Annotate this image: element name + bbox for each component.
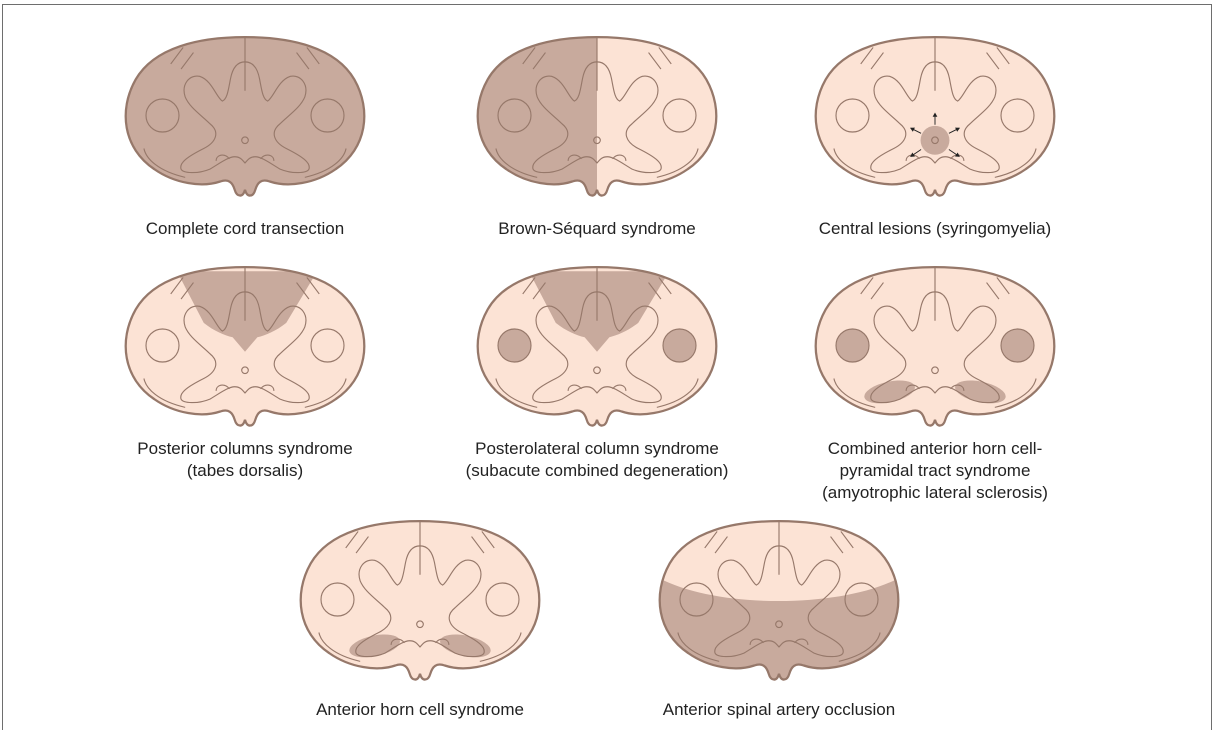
caption-line: Brown-Séquard syndrome [443, 218, 751, 240]
caption-line: Posterolateral column syndrome [443, 438, 751, 460]
caption-line: Central lesions (syringomyelia) [781, 218, 1089, 240]
panel-anterior-horn-cell-syndrome: Anterior horn cell syndrome [296, 517, 544, 727]
caption-line: Posterior columns syndrome [91, 438, 399, 460]
cord-section-anterior-spinal-artery [655, 517, 903, 682]
lesion-area [921, 126, 950, 155]
caption-line: Complete cord transection [91, 218, 399, 240]
panel-posterolateral-column-syndrome: Posterolateral column syndrome (subacute… [473, 263, 721, 493]
caption-line: (subacute combined degeneration) [443, 460, 751, 482]
cord-section-combined-anterior-horn-pyramidal [811, 263, 1059, 428]
panel-anterior-spinal-artery-occlusion: Anterior spinal artery occlusion [655, 517, 903, 727]
cord-section-central-lesions [811, 33, 1059, 198]
cord-section-brown-sequard [473, 33, 721, 198]
cord-section-complete-transection [121, 33, 369, 198]
caption-combined-anterior-horn-pyramidal: Combined anterior horn cell- pyramidal t… [781, 438, 1089, 504]
panel-complete-cord-transection: Complete cord transection [121, 33, 369, 243]
cord-section-anterior-horn-cell [296, 517, 544, 682]
lesion-fill [921, 126, 950, 155]
caption-line: Anterior horn cell syndrome [266, 699, 574, 721]
cord-section-posterolateral-column [473, 263, 721, 428]
panel-brown-sequard-syndrome: Brown-Séquard syndrome [473, 33, 721, 243]
caption-brown-sequard-syndrome: Brown-Séquard syndrome [443, 218, 751, 240]
caption-line: (amyotrophic lateral sclerosis) [781, 482, 1089, 504]
figure-frame: Complete cord transection Brown-Séquard … [2, 4, 1212, 730]
caption-complete-cord-transection: Complete cord transection [91, 218, 399, 240]
caption-line: Combined anterior horn cell- [781, 438, 1089, 460]
panel-central-lesions: Central lesions (syringomyelia) [811, 33, 1059, 243]
panel-combined-anterior-horn-pyramidal: Combined anterior horn cell- pyramidal t… [811, 263, 1059, 513]
caption-posterolateral-column-syndrome: Posterolateral column syndrome (subacute… [443, 438, 751, 482]
caption-anterior-horn-cell-syndrome: Anterior horn cell syndrome [266, 699, 574, 721]
cord-section-posterior-columns [121, 263, 369, 428]
caption-line: (tabes dorsalis) [91, 460, 399, 482]
panel-posterior-columns-syndrome: Posterior columns syndrome (tabes dorsal… [121, 263, 369, 493]
caption-central-lesions: Central lesions (syringomyelia) [781, 218, 1089, 240]
caption-posterior-columns-syndrome: Posterior columns syndrome (tabes dorsal… [91, 438, 399, 482]
caption-line: Anterior spinal artery occlusion [625, 699, 933, 721]
caption-line: pyramidal tract syndrome [781, 460, 1089, 482]
caption-anterior-spinal-artery-occlusion: Anterior spinal artery occlusion [625, 699, 933, 721]
